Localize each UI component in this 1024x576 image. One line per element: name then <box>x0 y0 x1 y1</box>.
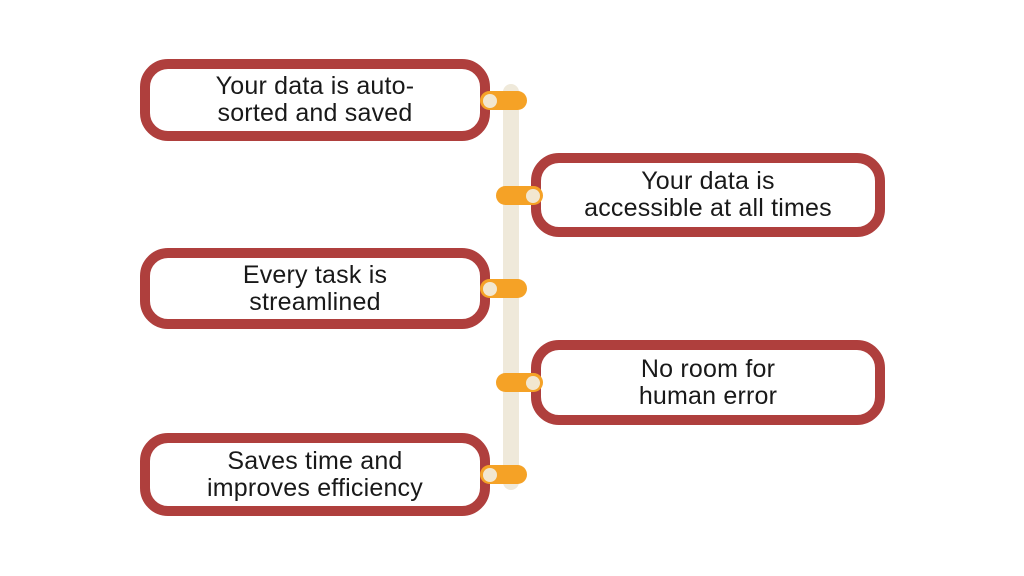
benefit-box-1: Your data is auto- sorted and saved <box>140 59 490 141</box>
benefit-label-4: No room for human error <box>638 354 778 410</box>
connector-dot-4 <box>526 375 540 390</box>
benefit-label-1: Your data is auto- sorted and saved <box>215 72 415 127</box>
connector-dot-1 <box>483 93 497 108</box>
benefit-box-4: No room for human error <box>531 340 885 425</box>
benefit-label-5: Saves time and improves efficiency <box>207 446 423 502</box>
connector-pin-1 <box>480 91 527 110</box>
benefit-label-2: Your data is accessible at all times <box>584 167 832 222</box>
connector-dot-2 <box>526 188 540 203</box>
benefit-box-5: Saves time and improves efficiency <box>140 433 490 516</box>
connector-dot-5 <box>483 467 497 482</box>
benefit-label-3: Every task is streamlined <box>242 260 388 316</box>
connector-pin-2 <box>496 186 543 205</box>
connector-dot-3 <box>483 281 497 296</box>
connector-pin-3 <box>480 279 527 298</box>
benefit-box-3: Every task is streamlined <box>140 248 490 329</box>
connector-pin-4 <box>496 373 543 392</box>
benefit-box-2: Your data is accessible at all times <box>531 153 885 237</box>
connector-pin-5 <box>480 465 527 484</box>
